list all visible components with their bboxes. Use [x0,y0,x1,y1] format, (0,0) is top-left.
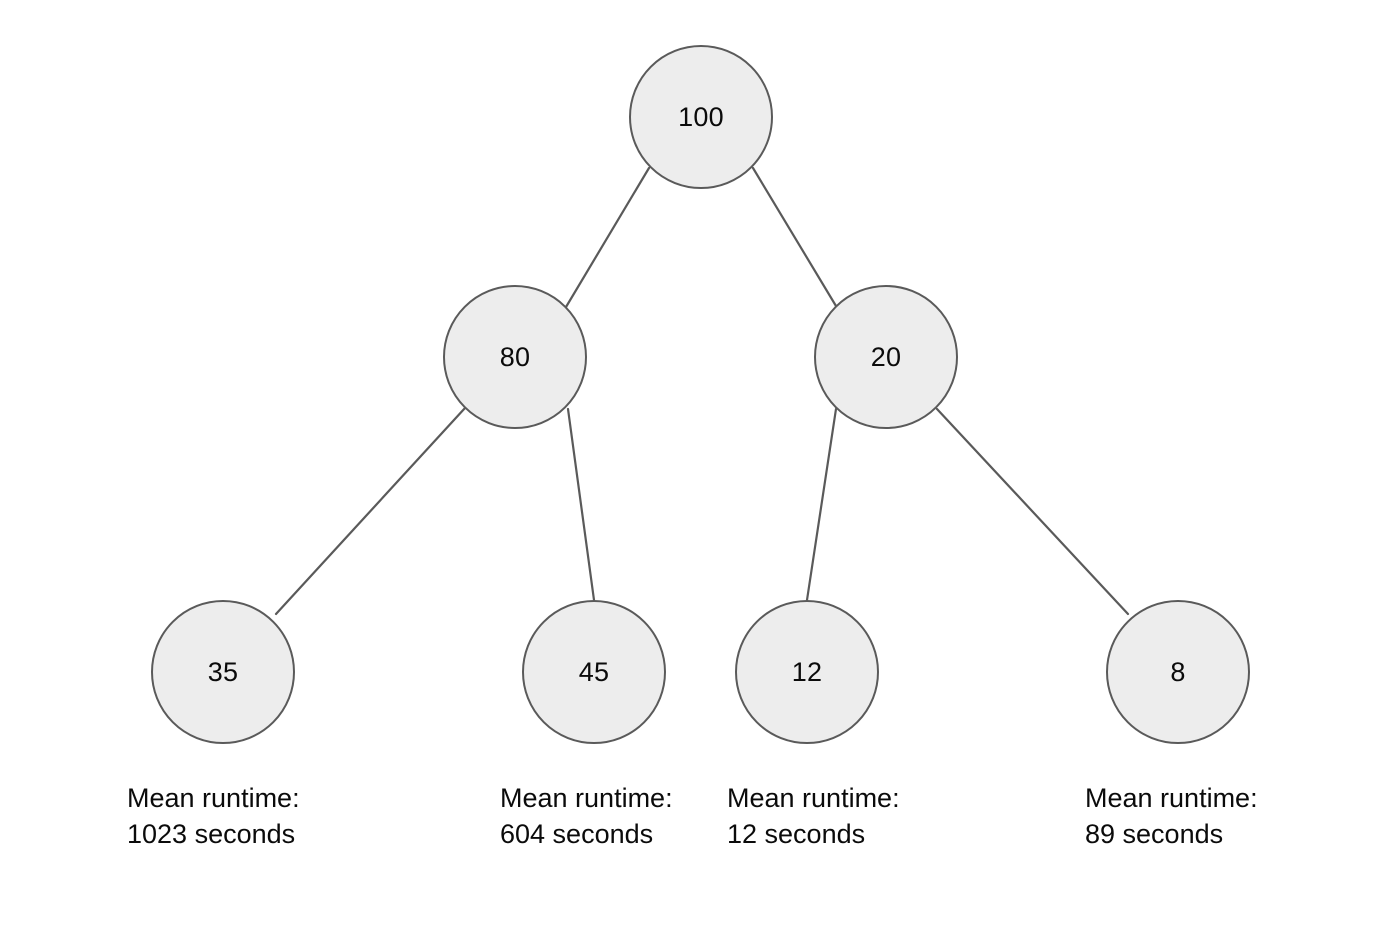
runtime-annotation-title: Mean runtime: [127,783,300,813]
runtime-annotation-n8: Mean runtime: 89 seconds [1085,781,1258,852]
runtime-annotation-title: Mean runtime: [727,783,900,813]
tree-edge-root-n80 [564,166,651,309]
edges-group [274,166,1130,616]
tree-edge-n80-n35 [274,406,467,616]
runtime-annotation-value: 604 seconds [500,818,654,849]
tree-node-100[interactable]: 100 [629,45,773,189]
runtime-annotation-n35: Mean runtime: 1023 seconds [127,781,300,852]
tree-node-80[interactable]: 80 [443,285,587,429]
tree-edge-root-n20 [751,166,838,308]
tree-node-20[interactable]: 20 [814,285,958,429]
tree-node-label: 8 [1170,656,1186,687]
runtime-annotation-n12: Mean runtime: 12 seconds [727,781,900,852]
runtime-annotation-value: 1023 seconds [127,818,296,849]
tree-edge-n80-n45 [566,407,596,602]
tree-node-label: 100 [678,101,724,132]
tree-node-45[interactable]: 45 [522,600,666,744]
tree-edge-n20-n8 [935,407,1130,616]
tree-node-12[interactable]: 12 [735,600,879,744]
tree-node-8[interactable]: 8 [1106,600,1250,744]
tree-node-label: 80 [499,341,531,372]
runtime-annotation-title: Mean runtime: [1085,783,1258,813]
tree-node-label: 45 [578,656,610,687]
runtime-annotation-title: Mean runtime: [500,783,673,813]
tree-node-label: 12 [791,656,823,687]
runtime-annotation-n45: Mean runtime: 604 seconds [500,781,673,852]
tree-node-label: 35 [207,656,239,687]
runtime-annotation-value: 89 seconds [1085,818,1224,849]
runtime-annotation-value: 12 seconds [727,818,866,849]
tree-node-label: 20 [870,341,902,372]
tree-edge-n20-n12 [805,407,838,602]
tree-node-35[interactable]: 35 [151,600,295,744]
